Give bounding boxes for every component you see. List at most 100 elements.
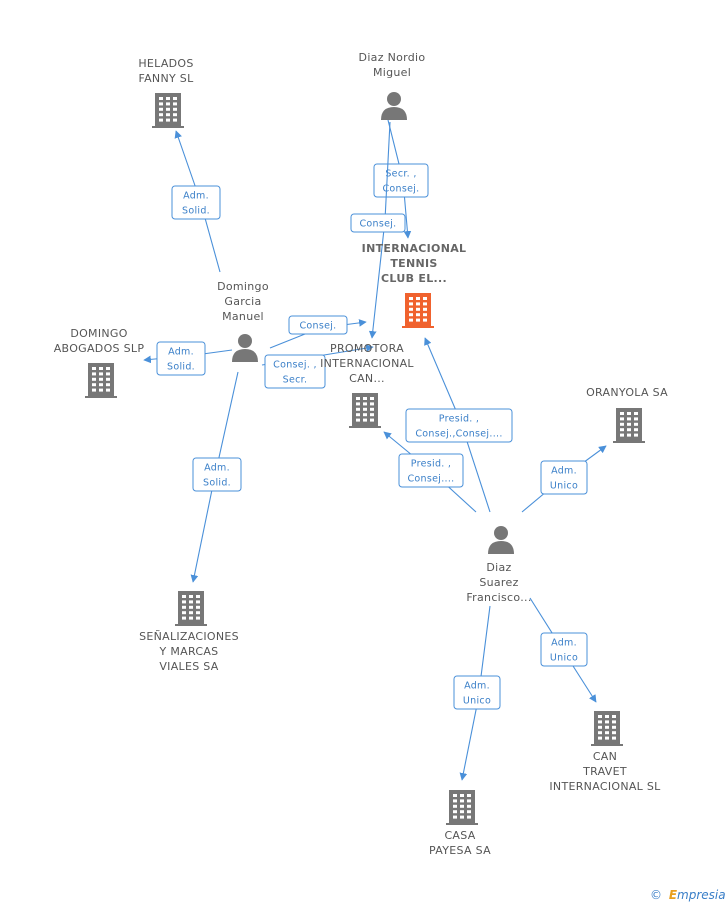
svg-text:© Empresia: © Empresia bbox=[650, 888, 726, 902]
edge-label: Secr. ,Consej. bbox=[382, 169, 419, 195]
edge-label-line: Adm. bbox=[551, 466, 577, 477]
brand-name: mpresia bbox=[677, 888, 726, 902]
edge-label: Consej. bbox=[299, 321, 336, 332]
brand-e: E bbox=[669, 888, 678, 902]
edge-label-line: Consej.... bbox=[408, 474, 455, 485]
node-label-line: CAN... bbox=[349, 372, 385, 385]
edge-diazsuarez-to-cantravet[interactable]: Adm. Unico bbox=[529, 597, 597, 703]
edge-label: Adm. Unico bbox=[550, 466, 578, 492]
edge-domingo-to-promotora[interactable]: Consej. bbox=[269, 315, 367, 349]
edge-label-line: Consej. bbox=[299, 321, 336, 332]
edge-label-line: Consej. , bbox=[273, 360, 317, 371]
node-label-line: Domingo bbox=[217, 280, 269, 293]
node-senal[interactable]: SEÑALIZACIONES Y MARCAS VIALES SA bbox=[139, 591, 239, 673]
edge-label-box bbox=[264, 354, 326, 389]
edge-label-line: Consej.,Consej.... bbox=[415, 429, 502, 440]
node-label-line: TRAVET bbox=[582, 765, 627, 778]
edge-domingo-to-senal[interactable]: Adm. Solid. bbox=[190, 371, 242, 583]
building-icon bbox=[402, 293, 434, 328]
node-tennis[interactable]: INTERNACIONAL TENNIS CLUB EL... bbox=[362, 242, 467, 328]
edge-label-line: Unico bbox=[550, 481, 578, 492]
edge-label-line: Adm. bbox=[551, 638, 577, 649]
node-label-line: TENNIS bbox=[390, 257, 437, 270]
brand-watermark: © Empresia bbox=[650, 888, 726, 902]
edge-diazsuarez-to-oranyola[interactable]: Adm. Unico bbox=[521, 445, 607, 513]
node-label: SEÑALIZACIONES Y MARCAS VIALES SA bbox=[139, 630, 239, 673]
edge-domingo-to-helados[interactable]: Adm.Solid. bbox=[171, 130, 221, 273]
node-label-line: Y MARCAS bbox=[159, 645, 219, 658]
edges-layer: Adm.Solid.Secr. ,Consej.Consej.Consej.Ad… bbox=[143, 119, 607, 781]
edge-label: Presid. , Consej.,Consej.... bbox=[415, 414, 502, 440]
node-label: ORANYOLA SA bbox=[586, 386, 668, 399]
node-label-line: ABOGADOS SLP bbox=[54, 342, 145, 355]
node-label-line: CLUB EL... bbox=[381, 272, 447, 285]
edge-label-box bbox=[540, 632, 588, 667]
edge-diazsuarez-to-promotora[interactable]: Presid. , Consej.... bbox=[383, 431, 477, 513]
node-oranyola[interactable]: ORANYOLA SA bbox=[586, 386, 668, 443]
building-icon bbox=[591, 711, 623, 746]
edge-label-line: Adm. bbox=[183, 191, 209, 202]
edge-label-line: Unico bbox=[550, 653, 578, 664]
edge-label-line: Presid. , bbox=[411, 459, 451, 470]
node-domingoabog[interactable]: DOMINGO ABOGADOS SLP bbox=[54, 327, 145, 398]
person-icon bbox=[488, 526, 514, 554]
building-icon bbox=[613, 408, 645, 443]
edge-label-box bbox=[350, 213, 406, 233]
edge-label: Adm.Unico bbox=[463, 681, 491, 707]
edge-label-line: Consej. bbox=[359, 219, 396, 230]
node-label-line: INTERNACIONAL bbox=[362, 242, 467, 255]
building-icon bbox=[349, 393, 381, 428]
node-label-line: Manuel bbox=[222, 310, 264, 323]
edge-diaznordio-to-promotora[interactable]: Consej. bbox=[350, 121, 406, 339]
node-label-line: INTERNACIONAL bbox=[320, 357, 414, 370]
edge-domingo-to-domingoabog[interactable]: Adm.Solid. bbox=[143, 341, 233, 376]
edge-diazsuarez-to-tennis[interactable]: Presid. , Consej.,Consej.... bbox=[405, 337, 513, 513]
building-icon bbox=[175, 591, 207, 626]
edge-label-line: Solid. bbox=[203, 478, 231, 489]
node-label: INTERNACIONAL TENNIS CLUB EL... bbox=[362, 242, 467, 285]
building-icon bbox=[446, 790, 478, 825]
edge-label-box bbox=[405, 408, 513, 443]
node-label-line: INTERNACIONAL SL bbox=[549, 780, 661, 793]
node-label-line: Francisco... bbox=[466, 591, 531, 604]
edge-diazsuarez-to-casapayesa[interactable]: Adm.Unico bbox=[453, 605, 501, 781]
edge-label: Presid. , Consej.... bbox=[408, 459, 455, 485]
node-label-line: VIALES SA bbox=[159, 660, 218, 673]
edge-label-box bbox=[453, 675, 501, 710]
copyright-symbol: © bbox=[650, 888, 662, 902]
edge-label: Consej. bbox=[359, 219, 396, 230]
edge-label-line: Adm. bbox=[168, 347, 194, 358]
node-label-line: Diaz Nordio bbox=[359, 51, 426, 64]
node-label-line: Suarez bbox=[479, 576, 518, 589]
edge-label-line: Presid. , bbox=[439, 414, 479, 425]
edge-label-box bbox=[156, 341, 206, 376]
edge-label-line: Consej. bbox=[382, 184, 419, 195]
node-label-line: Miguel bbox=[373, 66, 411, 79]
edge-label-box bbox=[540, 460, 588, 495]
building-icon bbox=[85, 363, 117, 398]
node-label-line: FANNY SL bbox=[138, 72, 194, 85]
node-promotora[interactable]: PROMOTORA INTERNACIONAL CAN... bbox=[320, 342, 414, 428]
node-label-line: PROMOTORA bbox=[330, 342, 404, 355]
node-label-line: SEÑALIZACIONES bbox=[139, 630, 239, 643]
node-label-line: DOMINGO bbox=[70, 327, 127, 340]
edge-label-line: Adm. bbox=[204, 463, 230, 474]
edge-domingo-to-promotora[interactable]: Consej. ,Secr. bbox=[261, 344, 374, 389]
edge-label: Adm. Unico bbox=[550, 638, 578, 664]
node-label: DOMINGO ABOGADOS SLP bbox=[54, 327, 145, 355]
node-label-line: Diaz bbox=[486, 561, 511, 574]
edge-label-box bbox=[288, 315, 348, 335]
edge-label: Adm. Solid. bbox=[203, 463, 231, 489]
